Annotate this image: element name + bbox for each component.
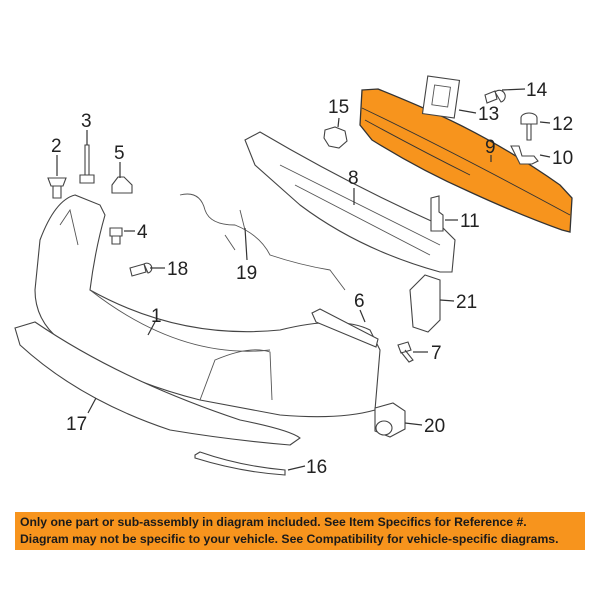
disclaimer-line-1: Only one part or sub-assembly in diagram…	[20, 515, 527, 529]
callout-9: 9	[485, 137, 496, 158]
bracket-6-part	[311, 308, 379, 348]
callout-4: 4	[137, 222, 148, 243]
stud-3-part	[79, 144, 95, 184]
callout-19: 19	[236, 263, 257, 284]
energy-absorber-part	[244, 131, 456, 273]
lower-valance-part	[14, 321, 301, 446]
callout-15: 15	[328, 97, 349, 118]
screw-12-part	[520, 112, 538, 141]
callout-13: 13	[478, 104, 499, 125]
callout-12: 12	[552, 114, 573, 135]
clip-10-part	[510, 145, 539, 165]
disclaimer-line-2: Diagram may not be specific to your vehi…	[20, 532, 559, 546]
disclaimer-banner: Only one part or sub-assembly in diagram…	[15, 512, 585, 550]
bolt-18-part	[129, 262, 153, 277]
nut-15-part	[323, 126, 348, 149]
callout-5: 5	[114, 143, 125, 164]
clip-4-part	[109, 227, 123, 245]
bolt-14-part	[484, 89, 506, 104]
callout-7: 7	[431, 343, 442, 364]
leader-lines	[56, 88, 551, 471]
molding-strip-part	[194, 451, 286, 476]
callout-16: 16	[306, 457, 327, 478]
callout-8: 8	[348, 168, 359, 189]
callout-11: 11	[460, 211, 480, 232]
wiring-19-part	[179, 193, 346, 291]
bracket-13-part	[421, 75, 461, 119]
callout-2: 2	[51, 136, 62, 157]
bracket-21-part	[409, 274, 441, 333]
callout-1: 1	[151, 306, 162, 327]
clip-5-part	[111, 176, 133, 194]
callout-21: 21	[456, 292, 477, 313]
callout-17: 17	[66, 414, 87, 435]
callout-14: 14	[526, 80, 548, 101]
callout-20: 20	[424, 416, 445, 437]
bolt-7-part	[397, 341, 414, 363]
clip-2-part	[47, 177, 67, 199]
callouts: 1 2 3 4 5 6 7 8 9 10 11 12 13 14 15 16 1…	[51, 80, 573, 478]
bracket-11-part	[430, 195, 444, 232]
callout-3: 3	[81, 111, 92, 132]
callout-18: 18	[167, 259, 188, 280]
callout-10: 10	[552, 148, 573, 169]
callout-6: 6	[354, 291, 365, 312]
